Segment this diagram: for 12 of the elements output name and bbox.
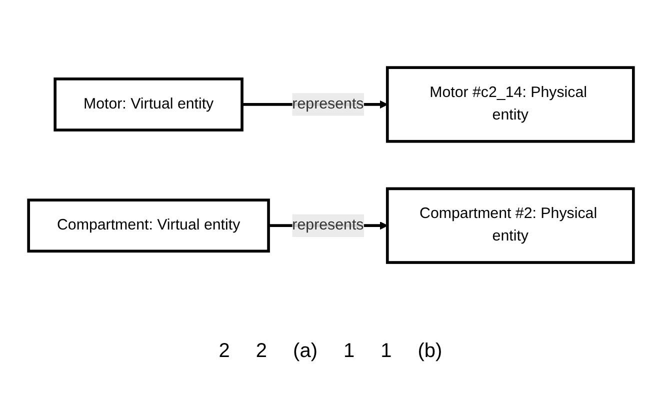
label-text: (a) [293,340,318,363]
node-box: Compartment #2: Physical entity [385,187,634,264]
label-text: (b) [418,340,442,363]
node-box: Compartment: Virtual entity [26,198,270,253]
label-text: 2 [218,340,230,363]
label-text: 2 [256,340,268,363]
node-box: Motor: Virtual entity [53,77,243,132]
edge-label: represents [292,96,364,112]
label-text: 1 [344,340,355,363]
label-text: 1 [380,340,392,363]
node-box: Motor #c2_14: Physical entity [385,66,634,143]
edge-label: represents [292,217,364,234]
